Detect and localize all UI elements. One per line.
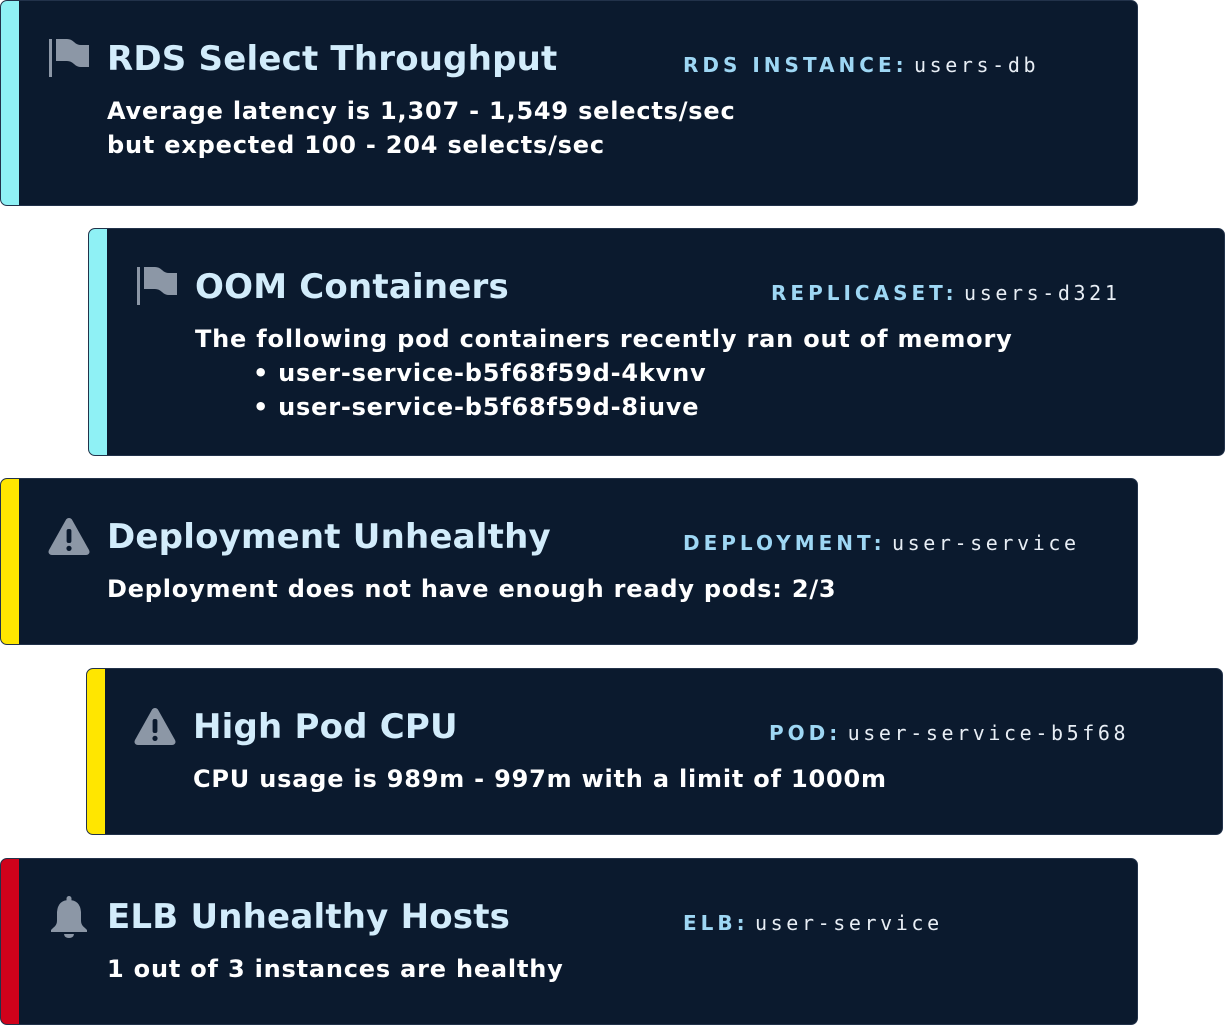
alert-message: The following pod containers recently ra… bbox=[195, 322, 1013, 424]
container-list-item: user-service-b5f68f59d-4kvnv bbox=[253, 356, 1013, 390]
alert-message: Average latency is 1,307 - 1,549 selects… bbox=[107, 94, 736, 162]
alert-resource: REPLICASET: users-d321 bbox=[771, 279, 1120, 307]
resource-value: user-service bbox=[755, 911, 943, 935]
alert-resource: RDS INSTANCE: users-db bbox=[683, 51, 1039, 79]
severity-bar-critical bbox=[1, 859, 19, 1024]
alert-resource: DEPLOYMENT: user-service bbox=[683, 529, 1080, 557]
resource-value: user-service bbox=[891, 531, 1080, 555]
alert-card-oom-containers[interactable]: OOM Containers REPLICASET: users-d321 Th… bbox=[88, 228, 1225, 456]
resource-key: POD: bbox=[769, 721, 842, 745]
message-line: Deployment does not have enough ready po… bbox=[107, 575, 837, 603]
resource-key: DEPLOYMENT: bbox=[683, 531, 886, 555]
alert-title: ELB Unhealthy Hosts bbox=[107, 897, 511, 937]
alert-card-elb-unhealthy-hosts[interactable]: ELB Unhealthy Hosts ELB: user-service 1 … bbox=[0, 858, 1138, 1025]
message-line: 1 out of 3 instances are healthy bbox=[107, 955, 564, 983]
alert-card-rds-select-throughput[interactable]: RDS Select Throughput RDS INSTANCE: user… bbox=[0, 0, 1138, 206]
severity-bar-warning bbox=[1, 479, 19, 644]
container-list: user-service-b5f68f59d-4kvnv user-servic… bbox=[195, 356, 1013, 424]
alert-title: RDS Select Throughput bbox=[107, 39, 558, 79]
severity-bar-info bbox=[1, 1, 19, 205]
resource-key: REPLICASET: bbox=[771, 281, 958, 305]
alert-card-high-pod-cpu[interactable]: High Pod CPU POD: user-service-b5f68 CPU… bbox=[86, 668, 1223, 835]
resource-key: RDS INSTANCE: bbox=[683, 53, 908, 77]
message-line: The following pod containers recently ra… bbox=[195, 325, 1013, 353]
alert-resource: ELB: user-service bbox=[683, 909, 943, 937]
alert-resource: POD: user-service-b5f68 bbox=[769, 719, 1129, 747]
message-line: Average latency is 1,307 - 1,549 selects… bbox=[107, 97, 736, 125]
resource-key: ELB: bbox=[683, 911, 749, 935]
alert-message: CPU usage is 989m - 997m with a limit of… bbox=[193, 762, 887, 796]
message-line: but expected 100 - 204 selects/sec bbox=[107, 131, 605, 159]
alert-title: High Pod CPU bbox=[193, 707, 458, 747]
warning-icon bbox=[133, 705, 177, 749]
warning-icon bbox=[47, 515, 91, 559]
container-list-item: user-service-b5f68f59d-8iuve bbox=[253, 390, 1013, 424]
alert-message: Deployment does not have enough ready po… bbox=[107, 572, 836, 606]
resource-value: users-db bbox=[913, 53, 1040, 77]
alert-message: 1 out of 3 instances are healthy bbox=[107, 952, 564, 986]
severity-bar-warning bbox=[87, 669, 105, 834]
resource-value: user-service-b5f68 bbox=[847, 721, 1130, 745]
bell-icon bbox=[47, 895, 91, 939]
alert-title: OOM Containers bbox=[195, 267, 509, 307]
alert-card-deployment-unhealthy[interactable]: Deployment Unhealthy DEPLOYMENT: user-se… bbox=[0, 478, 1138, 645]
flag-icon bbox=[135, 265, 179, 309]
resource-value: users-d321 bbox=[964, 281, 1121, 305]
message-line: CPU usage is 989m - 997m with a limit of… bbox=[193, 765, 887, 793]
flag-icon bbox=[47, 37, 91, 81]
severity-bar-info bbox=[89, 229, 107, 455]
alert-title: Deployment Unhealthy bbox=[107, 517, 551, 557]
